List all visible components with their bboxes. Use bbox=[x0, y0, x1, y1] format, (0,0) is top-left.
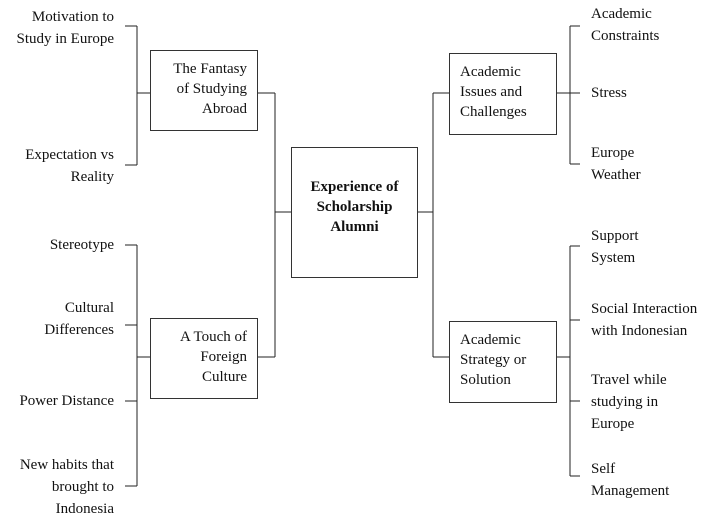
category-foreign-culture: A Touch of Foreign Culture bbox=[150, 318, 258, 399]
leaf-stereotype: Stereotype bbox=[50, 234, 114, 256]
leaf-line: Europe bbox=[591, 416, 635, 432]
leaf-line: Social Interaction bbox=[591, 301, 698, 317]
leaf-line: System bbox=[591, 250, 636, 266]
leaf-line: Self bbox=[591, 461, 616, 477]
leaf-line: with Indonesian bbox=[591, 323, 688, 339]
leaf-europe-weather: Europe Weather bbox=[591, 142, 641, 186]
center-node-line: Alumni bbox=[330, 219, 379, 235]
category-fantasy-line: Abroad bbox=[202, 101, 247, 117]
leaf-line: Reality bbox=[70, 169, 114, 185]
leaf-line: Management bbox=[591, 483, 670, 499]
category-strategy-line: Solution bbox=[460, 372, 511, 388]
center-node: Experience of Scholarship Alumni bbox=[291, 147, 418, 278]
category-strategy-line: Strategy or bbox=[460, 352, 527, 368]
leaf-line: Expectation vs bbox=[25, 147, 114, 163]
leaf-line: Stress bbox=[591, 85, 627, 101]
category-issues-line: Academic bbox=[460, 64, 521, 80]
leaf-line: Support bbox=[591, 228, 639, 244]
leaf-line: New habits that bbox=[19, 457, 114, 473]
leaf-line: studying in bbox=[591, 394, 659, 410]
leaf-line: Study in Europe bbox=[16, 31, 115, 47]
leaf-line: Power Distance bbox=[19, 393, 114, 409]
leaf-power-distance: Power Distance bbox=[19, 390, 114, 412]
leaf-line: Differences bbox=[44, 322, 114, 338]
leaf-new-habits: New habits that brought to Indonesia bbox=[20, 454, 114, 520]
leaf-line: Stereotype bbox=[49, 237, 114, 253]
category-foreign-line: Foreign bbox=[200, 349, 247, 365]
leaf-stress: Stress bbox=[591, 82, 627, 104]
leaf-line: Cultural bbox=[64, 300, 114, 316]
category-issues-line: Challenges bbox=[460, 104, 527, 120]
leaf-line: Motivation to bbox=[31, 9, 114, 25]
leaf-support-system: Support System bbox=[591, 225, 639, 269]
category-fantasy: The Fantasy of Studying Abroad bbox=[150, 50, 258, 131]
leaf-line: Travel while bbox=[591, 372, 667, 388]
leaf-social-interaction: Social Interaction with Indonesian bbox=[591, 298, 697, 342]
leaf-travel: Travel while studying in Europe bbox=[591, 369, 667, 435]
category-academic-issues: Academic Issues and Challenges bbox=[449, 53, 557, 135]
leaf-self-management: Self Management bbox=[591, 458, 669, 502]
leaf-line: Europe bbox=[591, 145, 635, 161]
leaf-line: Weather bbox=[591, 167, 641, 183]
center-node-line: Scholarship bbox=[316, 199, 393, 215]
category-foreign-line: A Touch of bbox=[179, 329, 247, 345]
category-fantasy-line: The Fantasy bbox=[173, 61, 247, 77]
category-academic-strategy: Academic Strategy or Solution bbox=[449, 321, 557, 403]
leaf-cultural-differences: Cultural Differences bbox=[44, 297, 114, 341]
leaf-motivation: Motivation to Study in Europe bbox=[17, 6, 115, 50]
category-foreign-line: Culture bbox=[202, 369, 247, 385]
center-node-line: Experience of bbox=[310, 179, 399, 195]
leaf-line: Constraints bbox=[591, 28, 660, 44]
leaf-line: Indonesia bbox=[55, 501, 114, 517]
leaf-line: brought to bbox=[51, 479, 114, 495]
leaf-line: Academic bbox=[591, 6, 652, 22]
category-strategy-line: Academic bbox=[460, 332, 521, 348]
leaf-expectation: Expectation vs Reality bbox=[25, 144, 114, 188]
category-fantasy-line: of Studying bbox=[176, 81, 247, 97]
category-issues-line: Issues and bbox=[460, 84, 523, 100]
leaf-academic-constraints: Academic Constraints bbox=[591, 3, 659, 47]
